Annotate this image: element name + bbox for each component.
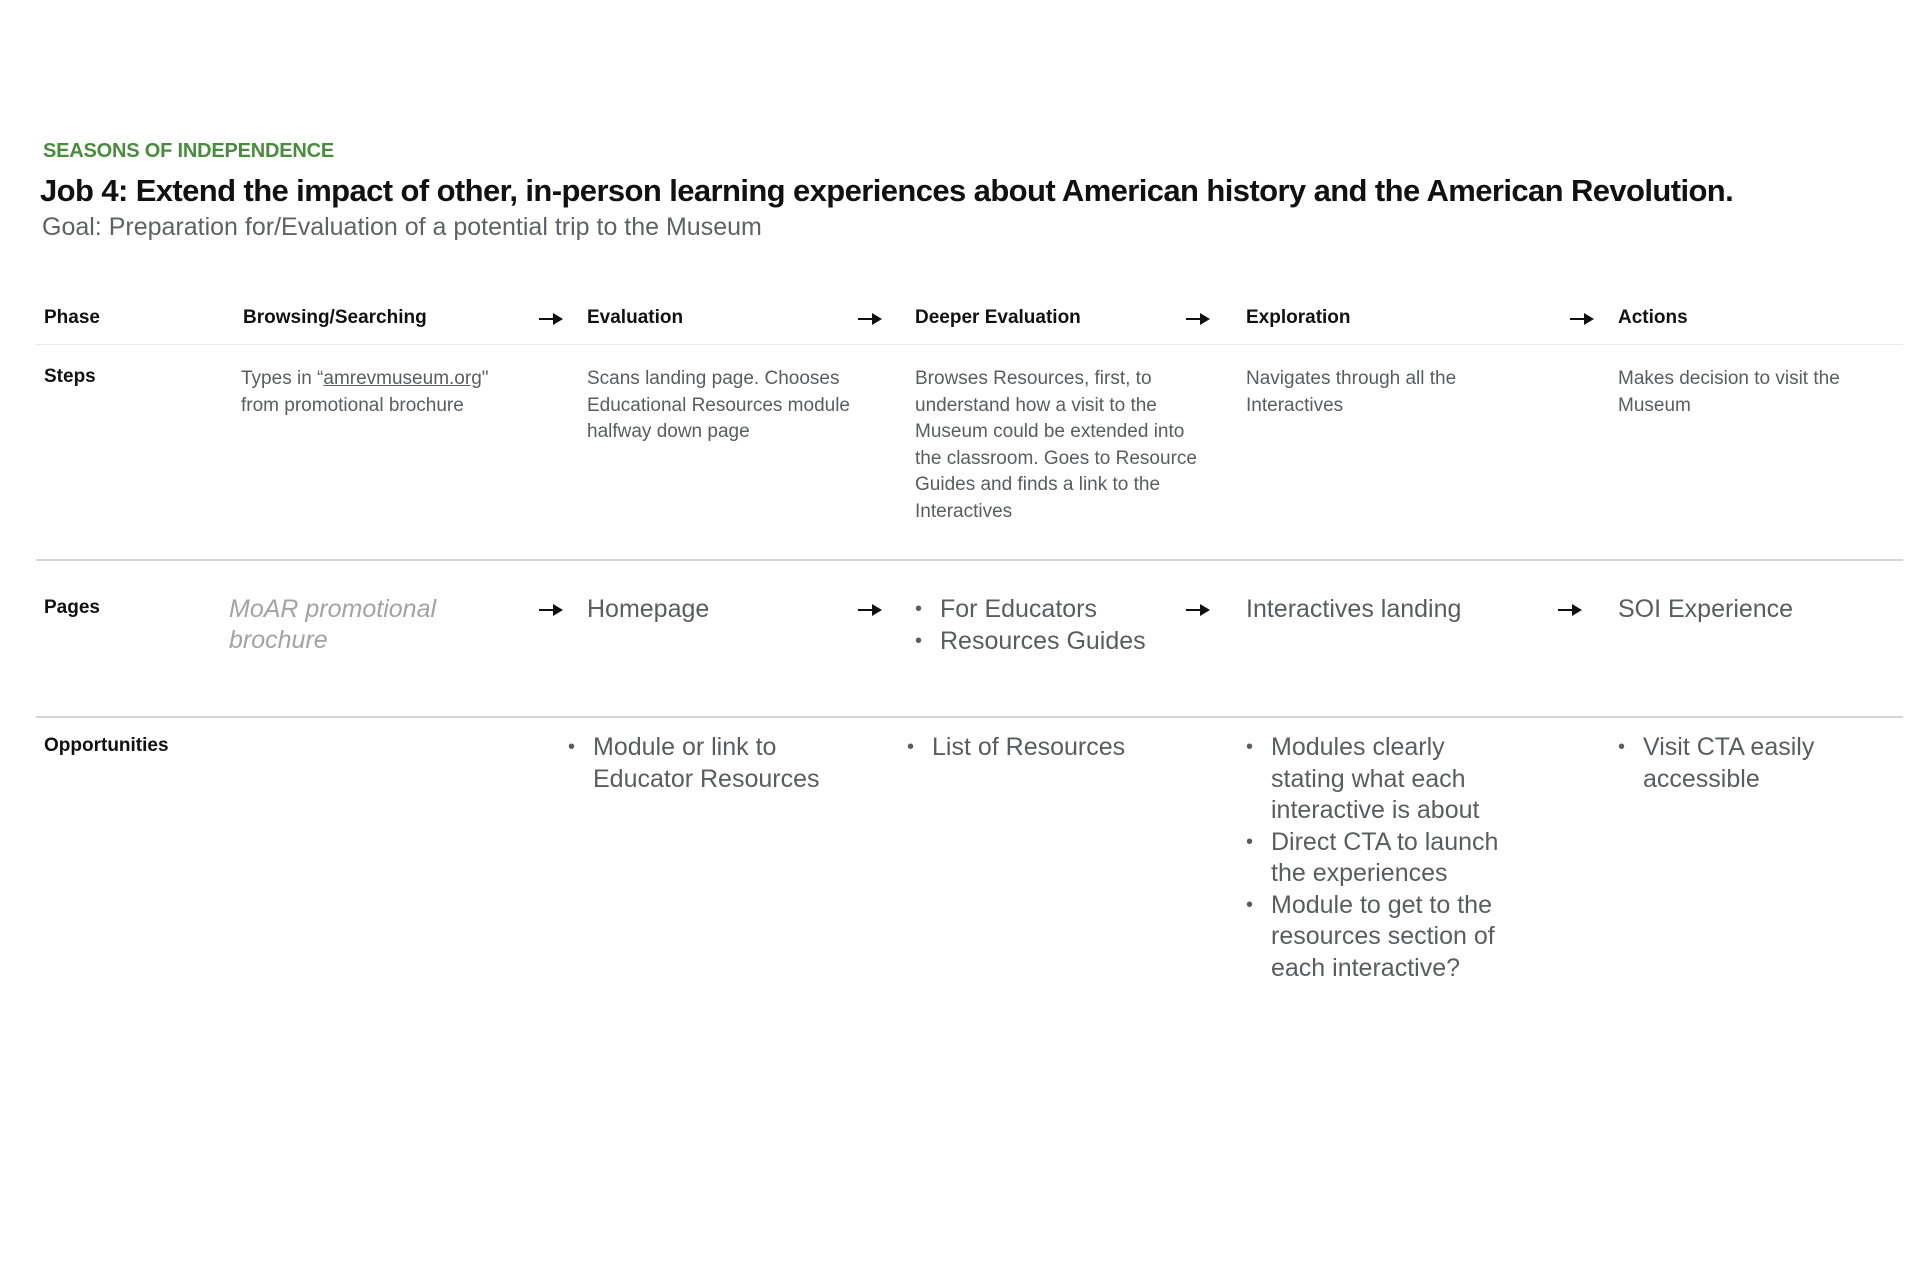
list-item: Module or link to Educator Resources	[568, 732, 863, 795]
page-exploration: Interactives landing	[1246, 595, 1462, 623]
phase-browsing: Browsing/Searching	[243, 307, 427, 328]
page-title: Job 4: Extend the impact of other, in-pe…	[40, 173, 1734, 208]
step-browsing-suffix: " from promotional brochure	[241, 368, 489, 416]
arrow-right-icon	[858, 604, 882, 616]
page-deeper-list: For Educators Resources Guides	[915, 594, 1180, 657]
list-item: Visit CTA easily accessible	[1618, 732, 1863, 795]
arrow-right-icon	[1558, 604, 1582, 616]
arrow-right-icon	[1186, 604, 1210, 616]
list-item: For Educators	[915, 594, 1180, 626]
row-label-pages: Pages	[44, 597, 100, 618]
opportunities-deeper-list: List of Resources	[907, 732, 1192, 764]
row-label-steps: Steps	[44, 366, 96, 387]
goal-subtitle: Goal: Preparation for/Evaluation of a po…	[42, 213, 762, 241]
list-item: Module to get to the resources section o…	[1246, 890, 1521, 985]
arrow-right-icon	[539, 604, 563, 616]
step-evaluation: Scans landing page. Chooses Educational …	[587, 368, 850, 442]
arrow-right-icon	[858, 313, 882, 325]
list-item: Modules clearly stating what each intera…	[1246, 732, 1521, 827]
list-item: Resources Guides	[915, 626, 1180, 658]
page-actions: SOI Experience	[1618, 595, 1794, 623]
divider-pages	[36, 716, 1903, 718]
step-browsing-prefix: Types in “	[241, 368, 324, 389]
divider-steps	[36, 559, 1903, 561]
opportunities-exploration-list: Modules clearly stating what each intera…	[1246, 732, 1521, 984]
page-evaluation: Homepage	[587, 595, 710, 623]
opportunities-evaluation-list: Module or link to Educator Resources	[568, 732, 863, 795]
arrow-right-icon	[539, 313, 563, 325]
row-label-phase: Phase	[44, 307, 100, 328]
arrow-right-icon	[1570, 313, 1594, 325]
arrow-right-icon	[1186, 313, 1210, 325]
divider-phase	[36, 344, 1903, 345]
opportunities-actions-list: Visit CTA easily accessible	[1618, 732, 1863, 795]
amrevmuseum-link[interactable]: amrevmuseum.org	[323, 368, 482, 389]
phase-actions: Actions	[1618, 307, 1688, 328]
list-item: Direct CTA to launch the experiences	[1246, 827, 1521, 890]
phase-deeper-evaluation: Deeper Evaluation	[915, 307, 1081, 328]
step-exploration: Navigates through all the Interactives	[1246, 368, 1457, 416]
step-browsing: Types in “amrevmuseum.org" from promotio…	[241, 366, 531, 419]
row-label-opportunities: Opportunities	[44, 735, 169, 756]
phase-exploration: Exploration	[1246, 307, 1351, 328]
list-item: List of Resources	[907, 732, 1192, 764]
step-actions: Makes decision to visit the Museum	[1618, 368, 1840, 416]
eyebrow-label: SEASONS OF INDEPENDENCE	[43, 140, 335, 162]
phase-evaluation: Evaluation	[587, 307, 684, 328]
page-browsing: MoAR promotional brochure	[229, 595, 437, 654]
step-deeper-evaluation: Browses Resources, first, to understand …	[915, 368, 1197, 522]
